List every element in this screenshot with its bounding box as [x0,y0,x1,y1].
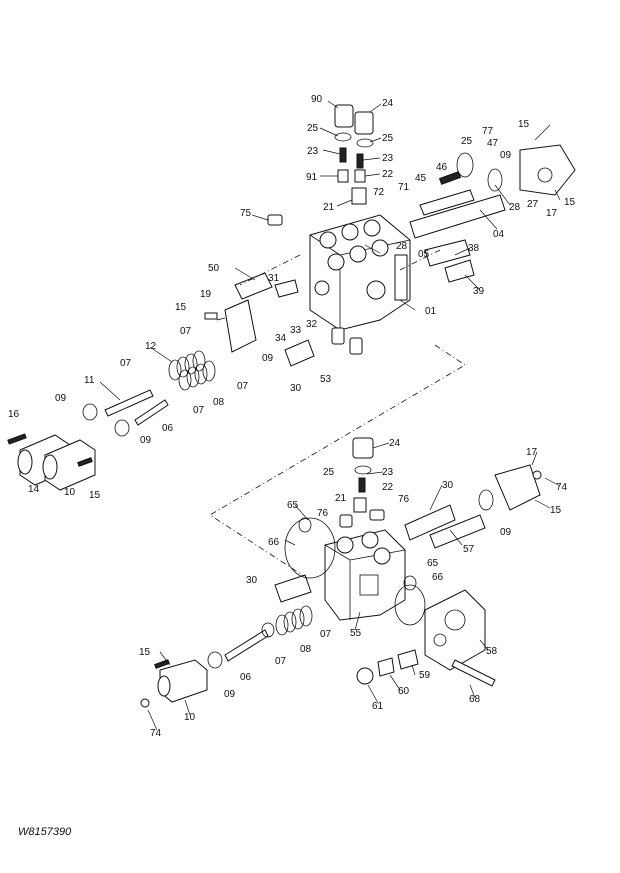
callout-label: 68 [469,694,481,705]
callout-label: 47 [487,138,499,149]
callout-label: 07 [120,358,132,369]
callout-label: 24 [382,98,394,109]
upper-valve-assembly [7,104,576,491]
callout-label: 25 [382,133,394,144]
callout-label: 38 [468,243,480,254]
callout-label: 12 [145,341,157,352]
callout-label: 07 [180,326,192,337]
callout-label: 04 [493,229,505,240]
callout-label: 15 [175,302,187,313]
callout-label: 45 [415,173,427,184]
callout-label: 65 [287,500,299,511]
callout-label: 21 [335,493,347,504]
callout-label: 75 [240,208,252,219]
callout-label: 53 [320,374,332,385]
drawing-code: W8157390 [18,826,72,838]
callout-label: 77 [482,126,494,137]
callout-label: 15 [564,197,576,208]
callout-label: 09 [140,435,152,446]
callout-label: 50 [208,263,220,274]
callout-label: 27 [527,199,539,210]
callout-label: 58 [486,646,498,657]
callout-label: 05 [418,249,430,260]
callout-label: 30 [442,480,454,491]
callout-label: 74 [556,482,568,493]
callout-label: 06 [240,672,252,683]
callout-labels: 90 24 25 25 23 23 91 22 21 75 72 71 45 4… [8,94,576,739]
callout-label: 15 [550,505,562,516]
connection-line [209,249,466,581]
callout-label: 09 [262,353,274,364]
callout-label: 23 [382,467,394,478]
callout-label: 25 [323,467,335,478]
callout-label: 11 [84,375,95,386]
callout-label: 15 [518,119,530,130]
callout-label: 25 [307,123,319,134]
callout-label: 61 [372,701,384,712]
callout-label: 30 [290,383,302,394]
callout-label: 25 [461,136,473,147]
callout-label: 31 [268,273,280,284]
callout-label: 10 [184,712,196,723]
callout-label: 71 [398,182,410,193]
callout-label: 16 [8,409,20,420]
callout-label: 24 [389,438,401,449]
callout-label: 19 [200,289,212,300]
callout-label: 09 [224,689,236,700]
callout-label: 08 [213,397,225,408]
callout-label: 22 [382,482,394,493]
callout-label: 07 [193,405,205,416]
leader-lines [99,100,561,731]
callout-label: 28 [396,241,408,252]
callout-label: 07 [275,656,287,667]
callout-label: 22 [382,169,394,180]
callout-label: 60 [398,686,410,697]
callout-label: 39 [473,286,485,297]
callout-label: 09 [500,150,512,161]
callout-label: 66 [432,572,444,583]
callout-label: 76 [398,494,410,505]
callout-label: 15 [139,647,151,658]
callout-label: 33 [290,325,302,336]
callout-label: 01 [425,306,437,317]
callout-label: 59 [419,670,431,681]
callout-label: 09 [55,393,67,404]
callout-label: 23 [307,146,319,157]
callout-label: 46 [436,162,448,173]
callout-label: 76 [317,508,329,519]
lower-valve-assembly [140,437,542,708]
callout-label: 08 [300,644,312,655]
callout-label: 09 [500,527,512,538]
callout-label: 30 [246,575,258,586]
callout-label: 65 [427,558,439,569]
callout-label: 06 [162,423,174,434]
callout-label: 55 [350,628,362,639]
callout-label: 21 [323,202,335,213]
callout-label: 57 [463,544,475,555]
callout-label: 14 [28,484,40,495]
callout-label: 32 [306,319,318,330]
callout-label: 34 [275,333,287,344]
callout-label: 28 [509,202,521,213]
callout-label: 15 [89,490,101,501]
callout-label: 10 [64,487,76,498]
callout-label: 74 [150,728,162,739]
callout-label: 17 [546,208,558,219]
callout-label: 07 [320,629,332,640]
callout-label: 23 [382,153,394,164]
callout-label: 72 [373,187,385,198]
callout-label: 17 [526,447,538,458]
callout-label: 66 [268,537,280,548]
callout-label: 07 [237,381,249,392]
callout-label: 91 [306,172,318,183]
callout-label: 90 [311,94,323,105]
